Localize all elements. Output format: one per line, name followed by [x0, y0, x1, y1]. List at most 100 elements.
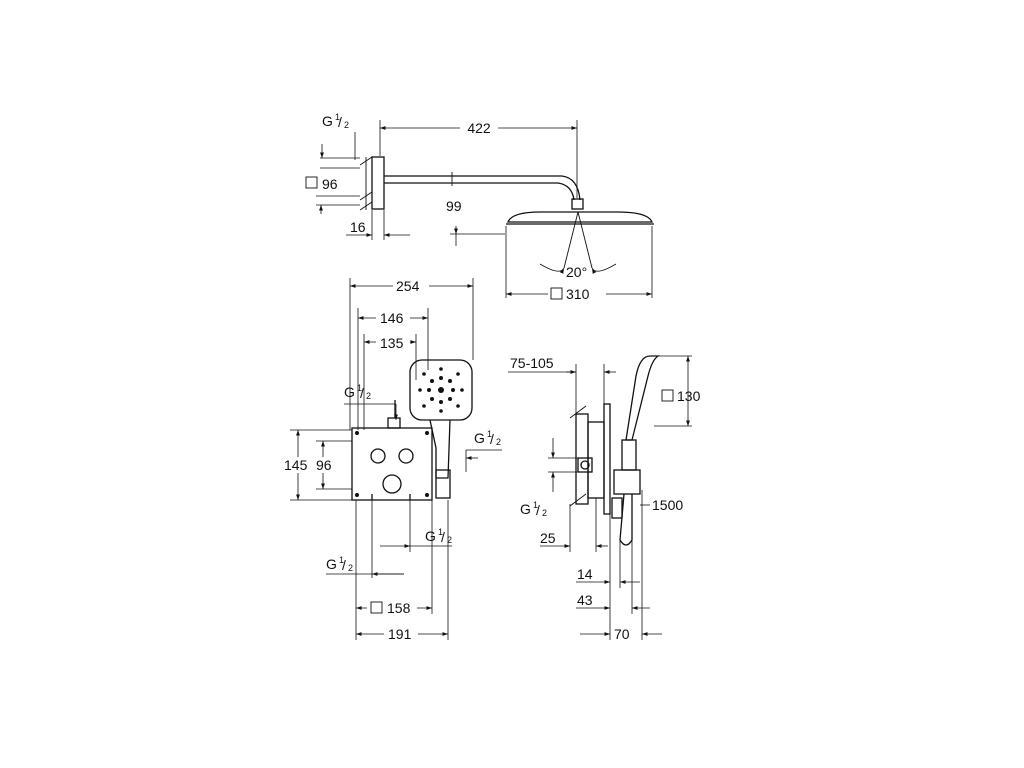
label-145: 145	[284, 457, 308, 473]
label-96: 96	[322, 176, 338, 192]
label-43: 43	[577, 592, 593, 608]
nozzle	[451, 388, 455, 392]
valve-side	[577, 457, 593, 473]
valve-outlet	[382, 474, 402, 494]
label-75-105: 75-105	[510, 355, 554, 371]
screw	[425, 493, 429, 497]
valve-button-right	[398, 448, 414, 464]
nozzle	[422, 404, 426, 408]
spray-nozzles	[418, 367, 464, 413]
thread-slash: /	[441, 529, 445, 545]
thread-den: 2	[447, 535, 452, 545]
label-135: 135	[380, 335, 404, 351]
head-shower-body	[507, 211, 653, 223]
label-158: 158	[387, 600, 411, 616]
thread-label-g: G	[326, 556, 337, 572]
thread-den: 2	[496, 437, 501, 447]
label-96-v: 96	[316, 457, 332, 473]
overhead-shower-view: 422 G 1 / 2 96 16 99 20°	[305, 112, 654, 302]
spray-line-left	[563, 211, 579, 269]
holder-bracket	[613, 469, 641, 495]
handshower-head	[409, 359, 473, 421]
label-422: 422	[467, 120, 491, 136]
cover-plate	[603, 403, 611, 515]
outlet-elbow	[611, 497, 623, 519]
thread-label-g: G	[425, 528, 436, 544]
label-bg	[367, 599, 417, 615]
nozzle	[439, 400, 443, 404]
square-symbol	[370, 601, 383, 614]
square-symbol	[305, 176, 318, 189]
nozzle	[422, 372, 426, 376]
nozzle	[456, 404, 460, 408]
label-70: 70	[614, 626, 630, 642]
nozzle	[427, 388, 431, 392]
label-20deg: 20°	[566, 264, 587, 280]
concealed-body	[351, 427, 433, 501]
screw	[425, 431, 429, 435]
thread-label-g: G	[474, 430, 485, 446]
handshower-side	[625, 355, 661, 441]
label-16: 16	[350, 219, 366, 235]
thread-slash: /	[490, 431, 494, 447]
thread-den: 2	[366, 391, 371, 401]
label-14: 14	[577, 566, 593, 582]
wall-hatch	[359, 201, 373, 211]
nozzle	[448, 397, 452, 401]
thread-slash: /	[360, 385, 364, 401]
nozzle	[430, 379, 434, 383]
nozzle	[456, 372, 460, 376]
handshower-holder	[435, 469, 451, 499]
wall-hatch	[569, 405, 587, 419]
valve-knob	[580, 460, 590, 470]
thread-den: 2	[348, 563, 353, 573]
thread-label-g: G	[322, 113, 333, 129]
label-bg	[376, 309, 410, 325]
label-254: 254	[396, 278, 420, 294]
nozzle	[439, 376, 443, 380]
concealed-body-front-view: 254 146 135 G 1 / 2	[284, 277, 502, 642]
label-bg	[548, 285, 606, 301]
concealed-body-side	[587, 421, 605, 499]
square-symbol	[661, 389, 674, 402]
screw	[355, 431, 359, 435]
top-inlet	[387, 417, 401, 429]
wall-flange	[371, 156, 385, 210]
thread-num: 1	[438, 527, 443, 537]
thread-label-g: G	[344, 384, 355, 400]
thread-num: 1	[335, 112, 340, 122]
handshower-handle	[429, 419, 451, 479]
screw	[355, 493, 359, 497]
label-bg	[384, 625, 418, 641]
label-99: 99	[446, 198, 462, 214]
thread-den: 2	[344, 120, 349, 130]
angle-arrow-left	[539, 263, 565, 274]
nozzle	[430, 397, 434, 401]
thread-label-g: G	[520, 501, 531, 517]
shower-arm-lower	[384, 182, 575, 201]
wall-hatch	[359, 191, 373, 201]
label-bg	[376, 333, 410, 349]
thread-den: 2	[542, 508, 547, 518]
label-bg	[460, 119, 498, 135]
label-25: 25	[540, 530, 556, 546]
thread-num: 1	[533, 500, 538, 510]
side-section-view: 75-105 130 1500 G 1 / 2 25 1	[508, 355, 701, 642]
bottom-stubs	[371, 494, 411, 500]
nozzle	[438, 387, 444, 393]
label-bg	[284, 457, 312, 473]
wall-hatch	[359, 156, 373, 166]
thread-num: 1	[339, 555, 344, 565]
label-bg	[393, 277, 429, 293]
spray-line-right	[577, 211, 593, 269]
nozzle	[439, 409, 443, 413]
label-310: 310	[566, 286, 590, 302]
label-146: 146	[380, 310, 404, 326]
nozzle	[460, 388, 464, 392]
head-connector	[571, 198, 584, 210]
nozzle	[439, 367, 443, 371]
thread-num: 1	[357, 383, 362, 393]
thread-num: 1	[487, 429, 492, 439]
shower-arm-upper	[384, 175, 581, 201]
